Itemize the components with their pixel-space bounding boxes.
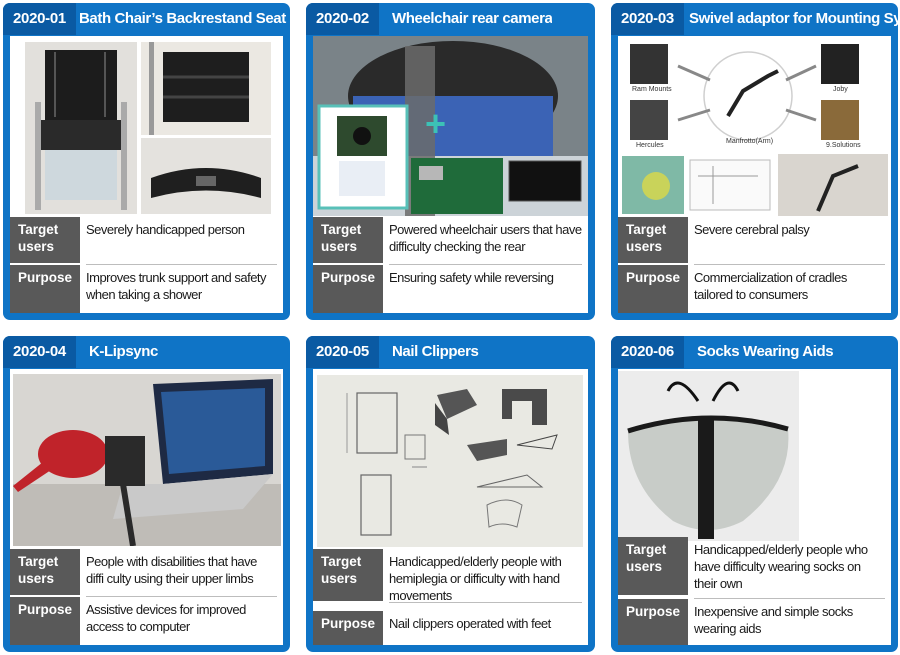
card-header: 2020-02 Wheelchair rear camera	[306, 3, 595, 35]
card-2020-03: 2020-03 Swivel adaptor for Mounting Syst…	[611, 3, 898, 320]
purpose-label: Purpose	[10, 265, 80, 313]
purpose-label: Purpose	[10, 597, 80, 645]
divider	[389, 264, 582, 265]
card-code: 2020-02	[306, 3, 379, 35]
info-table: Target users Powered wheelchair users th…	[313, 217, 588, 313]
bath-chair-photo	[25, 42, 137, 214]
target-label: Target users	[618, 217, 688, 263]
purpose-row: Purpose Assistive devices for improved a…	[10, 597, 283, 645]
target-value: Handicapped/elderly people with hemipleg…	[389, 554, 562, 603]
svg-text:+: +	[425, 103, 446, 144]
target-label: Target users	[313, 217, 383, 263]
purpose-value: Assistive devices for improved access to…	[86, 602, 246, 634]
purpose-label: Purpose	[313, 611, 383, 645]
card-title: Swivel adaptor for Mounting Systeem	[689, 10, 898, 27]
info-table: Target users Handicapped/elderly people …	[618, 537, 891, 645]
target-row: Target users Powered wheelchair users th…	[313, 217, 588, 263]
card-2020-04: 2020-04 K-Lipsync Target users People wi…	[3, 336, 290, 652]
purpose-row: Purpose Improves trunk support and safet…	[10, 265, 283, 313]
target-value: People with disabilities that have diffi…	[86, 554, 257, 586]
seat-belt-photo	[141, 138, 271, 214]
card-code: 2020-06	[611, 336, 684, 368]
divider	[694, 264, 885, 265]
purpose-value: Ensuring safety while reversing	[389, 270, 554, 285]
card-title: Nail Clippers	[392, 343, 479, 360]
card-code: 2020-05	[306, 336, 379, 368]
target-label: Target users	[10, 549, 80, 595]
purpose-value: Commercialization of cradles tailored to…	[694, 270, 847, 302]
card-2020-05: 2020-05 Nail Clippers Target	[306, 336, 595, 652]
divider	[694, 598, 885, 599]
card-body: Ram Mounts Joby Hercules Manfrotto(Arm) …	[618, 36, 891, 313]
mounting-system-diagram: Ram Mounts Joby Hercules Manfrotto(Arm) …	[618, 36, 891, 219]
divider	[86, 596, 277, 597]
caption-9-solutions: 9.Solutions	[826, 142, 861, 149]
target-label: Target users	[618, 537, 688, 595]
card-body: Target users People with disabilities th…	[10, 369, 283, 645]
card-title: Wheelchair rear camera	[392, 10, 553, 27]
target-label: Target users	[10, 217, 80, 263]
card-header: 2020-03 Swivel adaptor for Mounting Syst…	[611, 3, 898, 35]
divider	[86, 264, 277, 265]
card-2020-02: 2020-02 Wheelchair rear camera +	[306, 3, 595, 320]
card-title: Socks Wearing Aids	[697, 343, 834, 360]
target-value: Handicapped/elderly people who have diff…	[694, 542, 868, 591]
card-code: 2020-04	[3, 336, 76, 368]
purpose-value: Inexpensive and simple socks wearing aid…	[694, 604, 853, 636]
target-value: Powered wheelchair users that have diffi…	[389, 222, 582, 254]
backrest-photo	[141, 42, 271, 135]
target-value: Severely handicapped person	[86, 222, 245, 237]
wheelchair-camera-photo: +	[313, 36, 588, 216]
card-2020-06: 2020-06 Socks Wearing Aids Target users …	[611, 336, 898, 652]
card-header: 2020-06 Socks Wearing Aids	[611, 336, 898, 368]
target-label: Target users	[313, 549, 383, 601]
card-body: Target users Handicapped/elderly people …	[618, 369, 891, 645]
socks-aid-photo	[618, 371, 799, 541]
info-table: Target users Severe cerebral palsy Purpo…	[618, 217, 891, 313]
card-header: 2020-04 K-Lipsync	[3, 336, 290, 368]
card-title: Bath Chair’s Backrestand Seat Belt	[79, 10, 317, 27]
card-title: K-Lipsync	[89, 343, 158, 360]
target-row: Target users Severely handicapped person	[10, 217, 283, 263]
info-table: Target users Handicapped/elderly people …	[313, 549, 588, 645]
nail-clippers-drawing	[317, 375, 583, 547]
card-body: + Target users Powered wheelchair users …	[313, 36, 588, 313]
card-code: 2020-01	[3, 3, 76, 35]
purpose-value: Improves trunk support and safety when t…	[86, 270, 267, 302]
card-2020-01: 2020-01 Bath Chair’s Backrestand Seat Be…	[3, 3, 316, 320]
purpose-row: Purpose Nail clippers operated with feet	[313, 611, 588, 645]
card-header: 2020-01 Bath Chair’s Backrestand Seat Be…	[3, 3, 316, 35]
caption-ram-mounts: Ram Mounts	[632, 86, 672, 93]
target-row: Target users Handicapped/elderly people …	[313, 549, 588, 603]
target-value: Severe cerebral palsy	[694, 222, 810, 237]
caption-joby: Joby	[833, 86, 848, 93]
target-row: Target users Handicapped/elderly people …	[618, 537, 891, 595]
divider	[389, 602, 582, 603]
card-body: Target users Handicapped/elderly people …	[313, 369, 588, 645]
caption-manfrotto: Manfrotto(Arm)	[726, 138, 774, 145]
card-header: 2020-05 Nail Clippers	[306, 336, 595, 368]
info-table: Target users People with disabilities th…	[10, 549, 283, 645]
target-row: Target users People with disabilities th…	[10, 549, 283, 595]
purpose-row: Purpose Inexpensive and simple socks wea…	[618, 599, 891, 645]
caption-hercules: Hercules	[636, 142, 664, 149]
info-table: Target users Severely handicapped person…	[10, 217, 283, 313]
k-lipsync-photo	[13, 374, 281, 546]
purpose-label: Purpose	[313, 265, 383, 313]
purpose-label: Purpose	[618, 265, 688, 313]
purpose-label: Purpose	[618, 599, 688, 645]
target-row: Target users Severe cerebral palsy	[618, 217, 891, 263]
card-code: 2020-03	[611, 3, 684, 35]
purpose-value: Nail clippers operated with feet	[389, 616, 551, 631]
purpose-row: Purpose Commercialization of cradles tai…	[618, 265, 891, 313]
card-body: Target users Severely handicapped person…	[10, 36, 283, 313]
purpose-row: Purpose Ensuring safety while reversing	[313, 265, 588, 313]
